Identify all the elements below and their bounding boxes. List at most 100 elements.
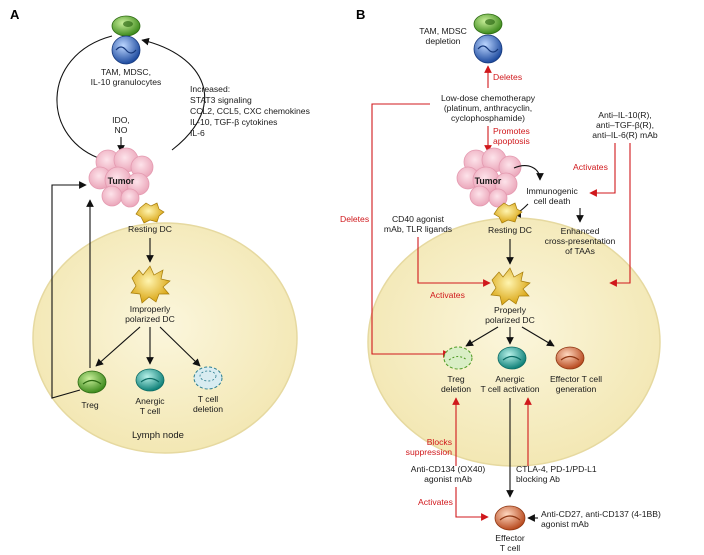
resting-dc-label-b: Resting DC: [488, 225, 532, 235]
anergic-cell-a: [135, 368, 165, 392]
blocks-label-b: Blocks suppression: [406, 437, 453, 457]
svg-text:TAM, MDSC,: TAM, MDSC,: [101, 67, 151, 77]
lymph-node-a: [32, 222, 298, 454]
depletion-label-b: TAM, MDSC depletion: [419, 26, 467, 46]
arrow-to-treg-b: [465, 326, 499, 347]
tumor-label-a: Tumor: [108, 176, 135, 186]
svg-text:STAT3 signaling: STAT3 signaling: [190, 95, 252, 105]
svg-text:polarized DC: polarized DC: [125, 314, 175, 324]
svg-text:T cell: T cell: [140, 406, 160, 416]
arrow-activates-effector-b: [455, 487, 489, 521]
svg-text:agonist mAb: agonist mAb: [424, 474, 472, 484]
svg-text:Treg: Treg: [447, 374, 465, 384]
panel-label-a: A: [10, 7, 20, 22]
chemo-label-b: Low-dose chemotherapy (platinum, anthrac…: [441, 93, 536, 123]
svg-text:T cell: T cell: [500, 543, 520, 553]
promotes-label-b: Promotes apoptosis: [493, 126, 530, 146]
tumor-label-b: Tumor: [475, 176, 502, 186]
svg-text:T cell activation: T cell activation: [480, 384, 539, 394]
activates-label-1-b: Activates: [573, 162, 608, 172]
svg-text:apoptosis: apoptosis: [493, 136, 530, 146]
svg-text:mAb, TLR ligands: mAb, TLR ligands: [384, 224, 452, 234]
svg-text:CCL2, CCL5, CXC chemokines: CCL2, CCL5, CXC chemokines: [190, 106, 310, 116]
arrow-tumor-to-cells-a: [141, 37, 205, 151]
svg-text:anti–TGF-β(R),: anti–TGF-β(R),: [596, 120, 654, 130]
svg-text:Anti-CD27, anti-CD137 (4-1BB): Anti-CD27, anti-CD137 (4-1BB): [541, 509, 661, 519]
proper-dc-b: [490, 267, 531, 306]
svg-text:CTLA-4, PD-1/PD-L1: CTLA-4, PD-1/PD-L1: [516, 464, 597, 474]
proper-dc-label-b: Properly polarized DC: [485, 305, 535, 325]
svg-text:IL-10 granulocytes: IL-10 granulocytes: [91, 77, 162, 87]
arrow-cells-to-tumor-a: [56, 35, 113, 162]
treg-label-a: Treg: [81, 400, 99, 410]
svg-text:Anti-CD134 (OX40): Anti-CD134 (OX40): [411, 464, 486, 474]
ido-no-label-a: IDO, NO: [112, 115, 130, 135]
svg-text:Anti–IL-10(R),: Anti–IL-10(R),: [598, 110, 652, 120]
tumor-cells-a: [88, 147, 154, 208]
arrow-to-treg-a: [95, 326, 141, 367]
effector-label-b: Effector T cell: [495, 533, 525, 553]
lymph-node-b: [367, 217, 661, 467]
svg-text:Effector: Effector: [495, 533, 525, 543]
anti-cytokine-label-b: Anti–IL-10(R), anti–TGF-β(R), anti–IL-6(…: [592, 110, 658, 140]
svg-text:NO: NO: [115, 125, 128, 135]
svg-text:Anergic: Anergic: [495, 374, 525, 384]
svg-text:IL-6: IL-6: [190, 128, 205, 138]
svg-text:anti–IL-6(R) mAb: anti–IL-6(R) mAb: [592, 130, 658, 140]
activates-label-3-b: Activates: [418, 497, 453, 507]
arrow-tumor-to-death-b: [513, 165, 544, 181]
improper-dc-a: [130, 265, 171, 304]
svg-text:Low-dose chemotherapy: Low-dose chemotherapy: [441, 93, 536, 103]
svg-text:cyclophosphamide): cyclophosphamide): [451, 113, 525, 123]
deletes-label-2-b: Deletes: [340, 214, 369, 224]
immunogenic-label-b: Immunogenic cell death: [526, 186, 578, 206]
svg-text:Anergic: Anergic: [135, 396, 165, 406]
mdsc-cell-blue-a: [111, 35, 141, 65]
svg-text:of TAAs: of TAAs: [565, 246, 595, 256]
arrow-to-deletion-a: [159, 326, 201, 367]
mdsc-cell-green-b: [473, 13, 503, 35]
anergic-label-a: Anergic T cell: [135, 396, 165, 416]
svg-text:blocking Ab: blocking Ab: [516, 474, 560, 484]
svg-text:Effector T cell: Effector T cell: [550, 374, 602, 384]
effector-cell-b: [494, 505, 526, 531]
treg-deletion-cell-b: [443, 346, 473, 370]
effector-gen-label-b: Effector T cell generation: [550, 374, 602, 394]
svg-text:cell death: cell death: [534, 196, 571, 206]
improper-dc-label-a: Improperly polarized DC: [125, 304, 175, 324]
deleted-cell-a: [193, 366, 223, 390]
svg-text:Immunogenic: Immunogenic: [526, 186, 578, 196]
deletes-label-1-b: Deletes: [493, 72, 522, 82]
svg-text:IDO,: IDO,: [112, 115, 130, 125]
svg-text:agonist mAb: agonist mAb: [541, 519, 589, 529]
arrow-treg-loop-a: [51, 181, 87, 399]
anti-cd134-label-b: Anti-CD134 (OX40) agonist mAb: [411, 464, 486, 484]
svg-text:generation: generation: [556, 384, 597, 394]
mdsc-cell-blue-b: [473, 34, 503, 64]
svg-text:Improperly: Improperly: [130, 304, 171, 314]
svg-text:T cell: T cell: [198, 394, 218, 404]
arrow-anti-cytokine-to-dc-b: [609, 143, 631, 287]
svg-text:Blocks: Blocks: [427, 437, 452, 447]
enhanced-presentation-label-b: Enhanced cross-presentation of TAAs: [545, 226, 616, 256]
anti-cd27-label-b: Anti-CD27, anti-CD137 (4-1BB) agonist mA…: [541, 509, 661, 529]
anergic-activation-label-b: Anergic T cell activation: [480, 374, 539, 394]
svg-text:Increased:: Increased:: [190, 84, 230, 94]
svg-text:(platinum, anthracyclin,: (platinum, anthracyclin,: [444, 103, 532, 113]
increased-factors-a: Increased: STAT3 signaling CCL2, CCL5, C…: [190, 84, 310, 138]
panel-label-b: B: [356, 7, 365, 22]
deletion-label-a: T cell deletion: [193, 394, 223, 414]
svg-text:depletion: depletion: [426, 36, 461, 46]
arrow-cd40-to-dc-b: [417, 237, 491, 287]
effector-gen-cell-b: [555, 346, 585, 370]
svg-text:Enhanced: Enhanced: [561, 226, 600, 236]
svg-text:suppression: suppression: [406, 447, 453, 457]
ctla4-label-b: CTLA-4, PD-1/PD-L1 blocking Ab: [516, 464, 597, 484]
svg-text:IL-10, TGF-β cytokines: IL-10, TGF-β cytokines: [190, 117, 277, 127]
svg-text:Promotes: Promotes: [493, 126, 530, 136]
suppressor-cells-label-a: TAM, MDSC, IL-10 granulocytes: [91, 67, 162, 87]
resting-dc-b: [493, 202, 523, 224]
cd40-label-b: CD40 agonist mAb, TLR ligands: [384, 214, 452, 234]
resting-dc-label-a: Resting DC: [128, 224, 172, 234]
